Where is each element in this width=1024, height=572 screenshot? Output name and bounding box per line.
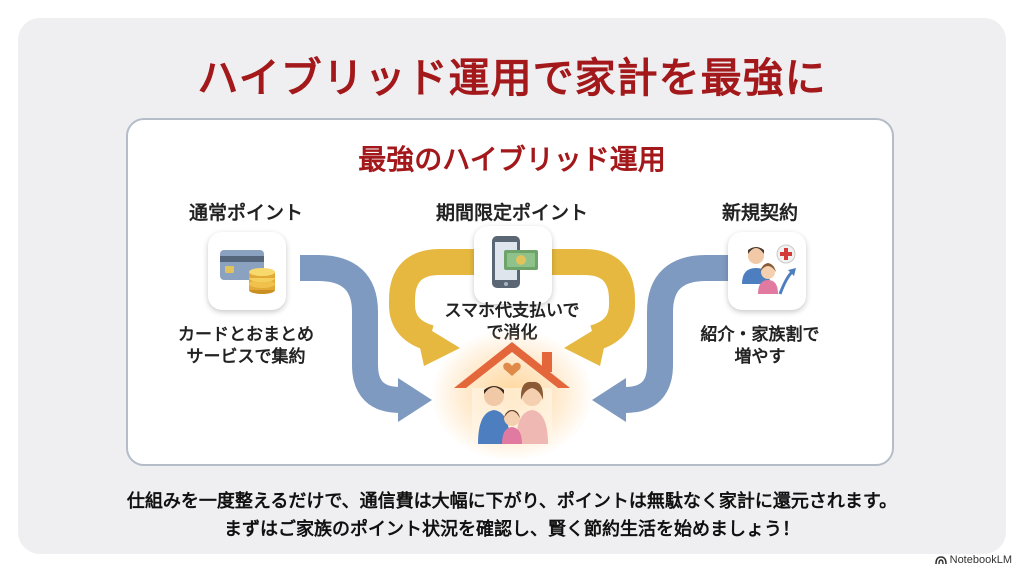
right-gold-arrow	[540, 249, 635, 366]
col-desc-new-contract: 紹介・家族割で 増やす	[680, 324, 840, 368]
left-blue-arrow	[300, 255, 432, 422]
col-title-new-contract: 新規契約	[721, 202, 798, 224]
col-title-regular-points: 通常ポイント	[188, 202, 303, 224]
col-desc-line: 紹介・家族割で	[700, 325, 820, 345]
footer-line-2: まずはご家族のポイント状況を確認し、賢く節約生活を始めましょう！	[224, 519, 800, 540]
right-blue-arrow	[592, 255, 728, 422]
credit-card-coins-icon	[208, 232, 286, 310]
panel-title: 最強のハイブリッド運用	[358, 143, 666, 176]
col-desc-line: 増やす	[734, 347, 786, 367]
notebooklm-logo: NotebookLM	[934, 554, 1012, 566]
family-home-icon	[454, 342, 570, 444]
family-referral-icon	[728, 232, 806, 310]
col-desc-line: スマホ代支払いで	[444, 301, 580, 321]
smartphone-payment-icon	[474, 226, 552, 304]
left-gold-arrow	[389, 249, 488, 366]
col-desc-regular-points: カードとおまとめ サービスで集約	[156, 324, 336, 368]
notebooklm-label: NotebookLM	[949, 554, 1012, 566]
col-desc-line: サービスで集約	[186, 347, 306, 367]
main-title: ハイブリッド運用で家計を最強に	[197, 54, 827, 102]
footer-line-1: 仕組みを一度整えるだけで、通信費は大幅に下がり、ポイントは無駄なく家計に還元され…	[126, 491, 898, 512]
col-desc-line: カードとおまとめ	[178, 325, 314, 345]
notebooklm-icon	[934, 556, 947, 565]
col-title-limited-points: 期間限定ポイント	[435, 202, 588, 224]
